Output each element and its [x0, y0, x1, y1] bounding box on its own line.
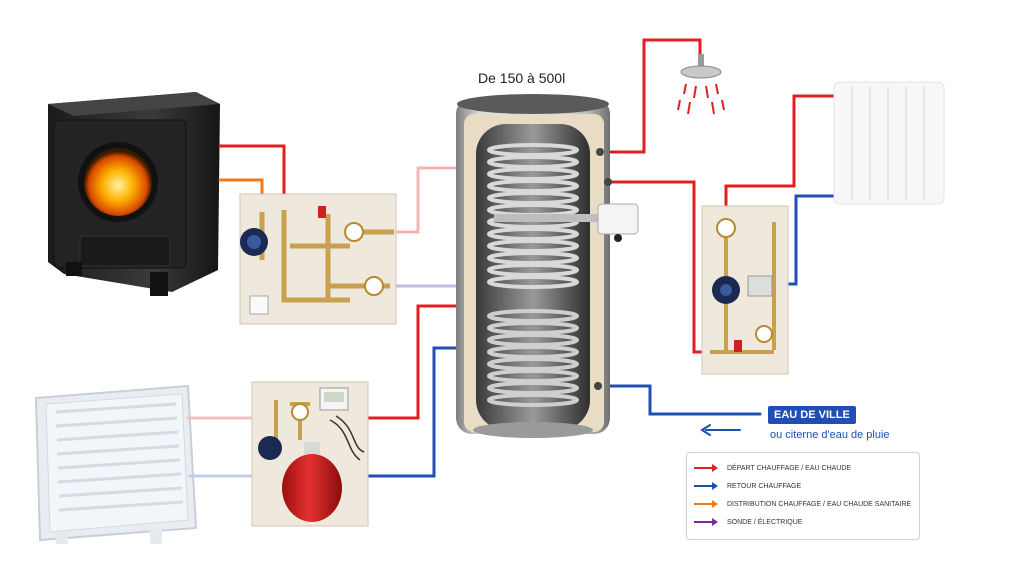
radiator	[833, 81, 945, 205]
pipes	[186, 38, 838, 478]
legend-arrow-blue-icon	[694, 482, 718, 490]
legend-item-sensor: SONDE / ÉLECTRIQUE	[693, 515, 802, 529]
legend-label-distribution: DISTRIBUTION CHAUFFAGE / EAU CHAUDE SANI…	[727, 500, 912, 508]
legend-item-distribution: DISTRIBUTION CHAUFFAGE / EAU CHAUDE SANI…	[693, 497, 911, 511]
legend-arrow-red-icon	[694, 464, 718, 472]
shower-head	[677, 54, 725, 115]
legend-label-sensor: SONDE / ÉLECTRIQUE	[727, 518, 803, 526]
legend-item-hot: DÉPART CHAUFFAGE / EAU CHAUDE	[693, 461, 851, 475]
boiler-pump-module	[239, 193, 397, 325]
legend-label-hot: DÉPART CHAUFFAGE / EAU CHAUDE	[727, 464, 852, 472]
coil-turn	[487, 393, 579, 407]
solar-panel	[34, 384, 198, 544]
legend-label-return: RETOUR CHAUFFAGE	[727, 482, 802, 490]
coil-turn	[487, 275, 579, 289]
legend: DÉPART CHAUFFAGE / EAU CHAUDE RETOUR CHA…	[686, 452, 920, 540]
storage-tank	[456, 94, 639, 438]
lower-coil	[487, 309, 579, 407]
wood-stove	[48, 92, 220, 296]
legend-item-return: RETOUR CHAUFFAGE	[693, 479, 801, 493]
solar-pump-module	[251, 381, 369, 527]
heating-pump-module	[701, 205, 789, 375]
tank-capacity-label: De 150 à 500l	[478, 70, 566, 86]
city-water-title: EAU DE VILLE	[768, 406, 856, 424]
upper-coil	[487, 143, 579, 289]
legend-arrow-purple-icon	[694, 518, 718, 526]
city-water-subtitle: ou citerne d'eau de pluie	[770, 429, 890, 441]
legend-arrow-orange-icon	[694, 500, 718, 508]
